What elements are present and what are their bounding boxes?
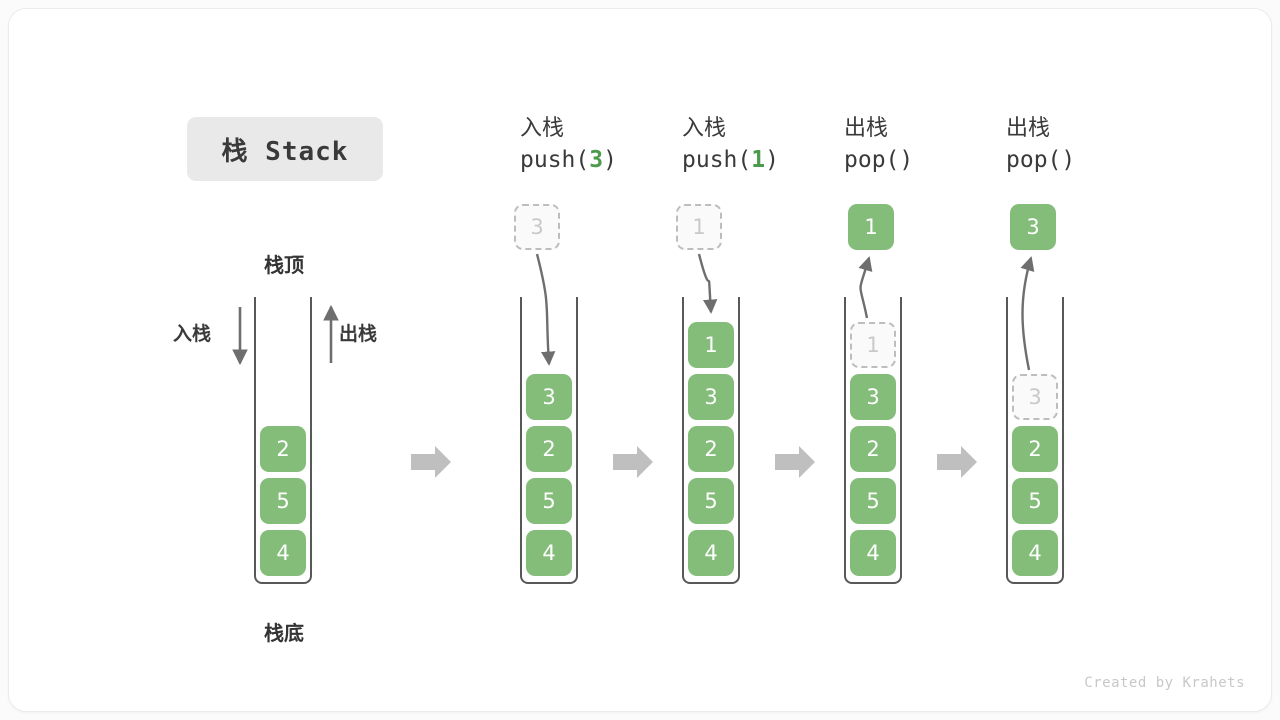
stack-container-push-1 [682, 297, 740, 584]
incoming-value-1: 1 [676, 204, 722, 250]
stack-wall-left [682, 297, 684, 571]
step-arrow-3 [775, 446, 815, 478]
stack-cell-5: 5 [260, 478, 306, 524]
column-header-code: push(1) [682, 144, 882, 177]
step-arrow-4 [937, 446, 977, 478]
outgoing-value-3: 3 [1010, 204, 1056, 250]
stack-cell-2: 2 [260, 426, 306, 472]
stack-wall-left [1006, 297, 1008, 571]
stack-cell-2: 2 [850, 426, 896, 472]
code-prefix: push( [520, 147, 590, 174]
code-arg: 3 [589, 147, 604, 174]
stack-cell-1: 1 [688, 322, 734, 368]
stack-cell-4: 4 [260, 530, 306, 576]
stack-wall-right [576, 297, 578, 571]
incoming-value-3: 3 [514, 204, 560, 250]
credit-text: Created by Krahets [1084, 675, 1245, 691]
code-suffix: ) [1061, 147, 1076, 174]
title-badge: 栈 Stack [187, 117, 383, 181]
stack-cell-5: 5 [850, 478, 896, 524]
column-header-pop-1: 出栈 pop() [844, 113, 1044, 177]
step-arrow-1 [411, 446, 451, 478]
stack-cell-3: 3 [1012, 374, 1058, 420]
code-prefix: pop( [1006, 147, 1062, 174]
stack-container-pop-2 [1006, 297, 1064, 584]
column-header-cn: 入栈 [682, 116, 727, 141]
code-suffix: ) [899, 147, 914, 174]
stack-wall-left [844, 297, 846, 571]
stack-top-label: 栈顶 [264, 253, 304, 277]
stack-cell-4: 4 [688, 530, 734, 576]
column-header-push-1: 入栈 push(1) [682, 113, 882, 177]
stack-wall-right [310, 297, 312, 571]
stack-wall-right [1062, 297, 1064, 571]
code-arg: 1 [751, 147, 766, 174]
code-prefix: pop( [844, 147, 900, 174]
column-header-code: pop() [844, 144, 1044, 177]
stack-container-initial [254, 297, 312, 584]
stack-cell-3: 3 [850, 374, 896, 420]
stack-cell-2: 2 [526, 426, 572, 472]
stack-cell-3: 3 [526, 374, 572, 420]
stack-bottom-label: 栈底 [264, 621, 304, 645]
title-badge-label: 栈 Stack [221, 136, 349, 167]
stack-floor [520, 570, 578, 584]
code-suffix: ) [765, 147, 779, 174]
stack-container-pop-1 [844, 297, 902, 584]
stack-container-push-3 [520, 297, 578, 584]
stack-cell-3: 3 [688, 374, 734, 420]
stack-cell-5: 5 [1012, 478, 1058, 524]
code-prefix: push( [682, 147, 752, 174]
stack-cell-4: 4 [1012, 530, 1058, 576]
stack-floor [254, 570, 312, 584]
stack-cell-4: 4 [526, 530, 572, 576]
column-header-cn: 入栈 [520, 116, 565, 141]
stack-floor [682, 570, 740, 584]
stack-wall-right [900, 297, 902, 571]
stack-floor [1006, 570, 1064, 584]
column-header-pop-2: 出栈 pop() [1006, 113, 1206, 177]
stack-wall-right [738, 297, 740, 571]
pop-direction-label: 出栈 [339, 323, 378, 345]
stack-wall-left [520, 297, 522, 571]
step-arrow-2 [613, 446, 653, 478]
stack-cell-5: 5 [526, 478, 572, 524]
stack-floor [844, 570, 902, 584]
column-header-code: pop() [1006, 144, 1206, 177]
stack-cell-2: 2 [688, 426, 734, 472]
push-direction-label: 入栈 [173, 323, 212, 345]
column-header-cn: 出栈 [1006, 116, 1051, 141]
column-header-cn: 出栈 [844, 116, 889, 141]
stack-cell-1: 1 [850, 322, 896, 368]
stack-cell-4: 4 [850, 530, 896, 576]
column-header-code: push(3) [520, 144, 720, 177]
column-header-push-3: 入栈 push(3) [520, 113, 720, 177]
outgoing-value-1: 1 [848, 204, 894, 250]
stack-cell-5: 5 [688, 478, 734, 524]
code-suffix: ) [603, 147, 617, 174]
stack-wall-left [254, 297, 256, 571]
stack-cell-2: 2 [1012, 426, 1058, 472]
